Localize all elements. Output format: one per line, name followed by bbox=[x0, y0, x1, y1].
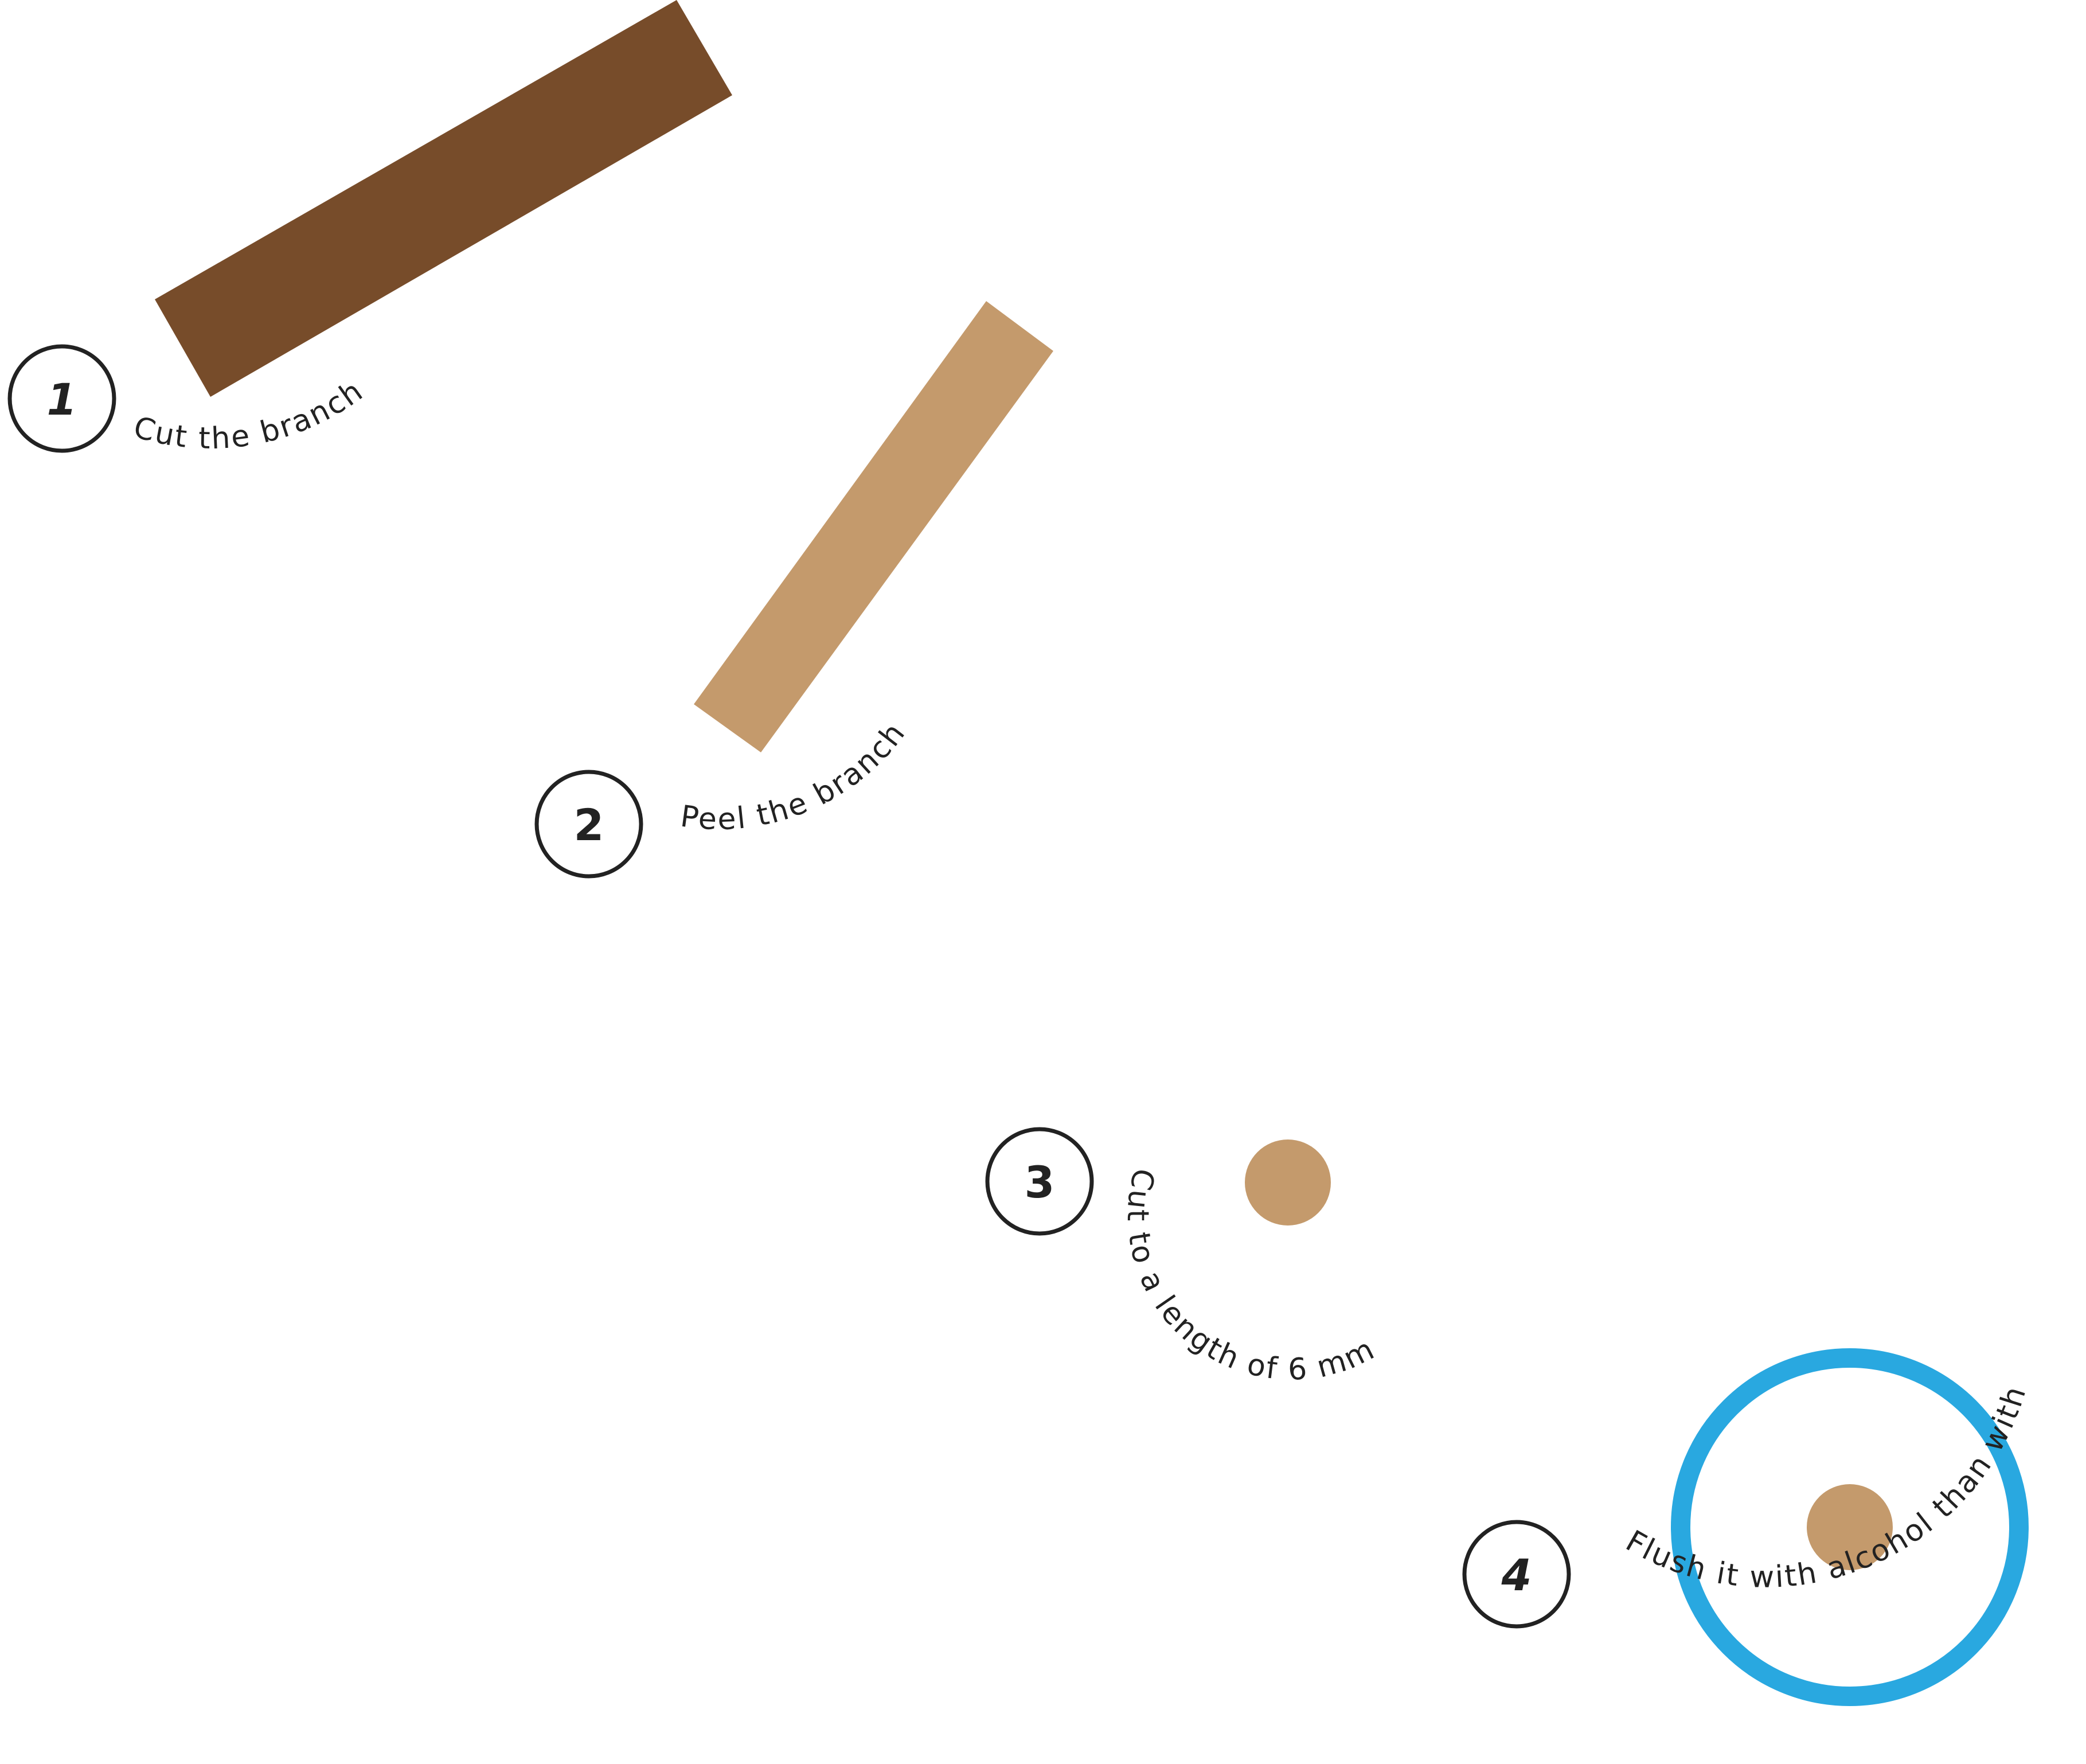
cut-segment-cross-section bbox=[1245, 1139, 1331, 1226]
step-1-caption: Cut the branch bbox=[130, 373, 368, 456]
step-2-number-badge bbox=[534, 770, 643, 879]
flush-ring bbox=[1671, 1348, 2029, 1706]
branch-with-bark bbox=[155, 0, 732, 397]
segment-in-solution bbox=[1807, 1484, 1893, 1570]
step-3-number: 3 bbox=[1025, 1157, 1055, 1208]
step-2-number: 2 bbox=[574, 799, 604, 850]
step-3-number-badge bbox=[985, 1127, 1094, 1236]
step-1-number: 1 bbox=[47, 374, 77, 425]
step-2: 2 Peel the branch bbox=[534, 301, 1053, 879]
step-2-caption: Peel the branch bbox=[678, 716, 911, 837]
step-4-number: 4 bbox=[1501, 1550, 1532, 1601]
step-1-number-badge bbox=[7, 344, 116, 453]
step-1: 1 Cut the branch bbox=[7, 0, 732, 456]
step-3: 3 Cut to a length of 6 mm bbox=[985, 1127, 1379, 1387]
step-2-caption-arc: Peel the branch bbox=[678, 716, 913, 837]
step-4-number-badge bbox=[1462, 1520, 1571, 1629]
peeled-branch bbox=[694, 301, 1053, 752]
step-1-caption-arc: Cut the branch bbox=[130, 373, 370, 456]
